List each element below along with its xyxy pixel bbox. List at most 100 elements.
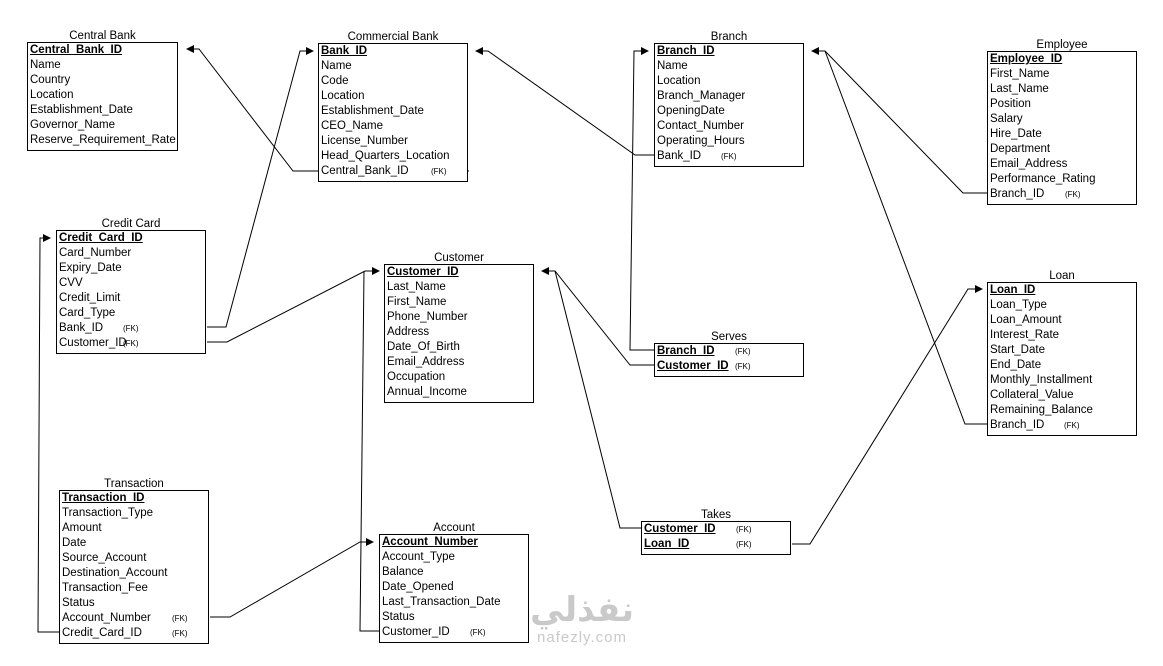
fk-marker: (FK) xyxy=(172,614,188,623)
credit-card-title: Credit Card xyxy=(101,218,161,230)
attribute-name: Start_Date xyxy=(990,344,1045,356)
attribute-name: Bank_ID xyxy=(59,322,104,334)
attribute-name: Name xyxy=(30,59,61,71)
attribute: Date_Opened xyxy=(380,580,528,595)
connector-account-customer xyxy=(359,270,380,632)
attribute: Balance xyxy=(380,565,528,580)
attribute-name: Hire_Date xyxy=(990,128,1042,140)
attribute: Address xyxy=(385,325,533,340)
takes-title: Takes xyxy=(700,509,732,521)
attribute-name: Salary xyxy=(990,113,1023,125)
attribute: Expiry_Date xyxy=(57,261,205,276)
connector-loan-branch xyxy=(824,50,989,425)
attribute-name: Source_Account xyxy=(62,552,147,564)
attribute-name: First_Name xyxy=(990,68,1050,80)
attribute-name: CEO_Name xyxy=(321,120,383,132)
fk-marker: (FK) xyxy=(736,540,752,549)
primary-key-attribute: Customer_ID(FK) xyxy=(642,522,790,537)
attribute-name: Customer_ID xyxy=(657,360,729,372)
connector-employee-branch xyxy=(811,47,989,194)
attribute-name: Transaction_Type xyxy=(62,507,153,519)
attribute-name: Department xyxy=(990,143,1051,155)
attribute-name: Status xyxy=(62,597,95,609)
primary-key-attribute: Branch_ID xyxy=(655,44,803,59)
fk-marker: (FK) xyxy=(123,339,139,348)
attribute-name: Country xyxy=(30,74,71,86)
attribute: Date xyxy=(60,536,208,551)
attribute-name: Location xyxy=(657,75,701,87)
attribute-name: Last_Name xyxy=(387,281,446,293)
attribute: End_Date xyxy=(988,358,1136,373)
attribute-name: Customer_ID xyxy=(382,626,450,638)
fk-marker: (FK) xyxy=(431,167,447,176)
attribute: Position xyxy=(988,97,1136,112)
fk-marker: (FK) xyxy=(1064,421,1080,430)
attribute-name: Loan_Amount xyxy=(990,314,1062,326)
attribute: Name xyxy=(319,59,467,74)
attribute: Card_Type xyxy=(57,306,205,321)
attribute-name: Branch_ID xyxy=(657,45,715,57)
attribute: Loan_Type xyxy=(988,298,1136,313)
central-bank-title: Central Bank xyxy=(69,30,136,42)
watermark-latin: nafezly.com xyxy=(537,629,627,646)
attribute-name: Establishment_Date xyxy=(30,104,133,116)
attribute-name: Position xyxy=(990,98,1031,110)
attribute: OpeningDate xyxy=(655,104,803,119)
attribute: Location xyxy=(655,74,803,89)
attribute-name: Date xyxy=(62,537,87,549)
attribute-name: Annual_Income xyxy=(387,386,467,398)
primary-key-attribute: Loan_ID(FK) xyxy=(642,537,790,552)
attribute: Destination_Account xyxy=(60,566,208,581)
attribute: Transaction_Fee xyxy=(60,581,208,596)
foreign-key-attribute: Customer_ID(FK) xyxy=(380,625,528,640)
attribute: License_Number xyxy=(319,134,467,149)
attribute: Email_Address xyxy=(385,355,533,370)
primary-key-attribute: Customer_ID xyxy=(385,265,533,280)
attribute: First_Name xyxy=(385,295,533,310)
connector-serves-customer xyxy=(541,267,656,366)
primary-key-attribute: Credit_Card_ID xyxy=(57,231,205,246)
attribute-name: Credit_Card_ID xyxy=(59,232,143,244)
attribute-name: Head_Quarters_Location xyxy=(321,150,450,162)
primary-key-attribute: Account_Number xyxy=(380,535,528,550)
fk-marker: (FK) xyxy=(172,629,188,638)
attribute: Establishment_Date xyxy=(28,103,177,118)
attribute-name: Occupation xyxy=(387,371,446,383)
attribute-name: Monthly_Installment xyxy=(990,374,1093,386)
foreign-key-attribute: Account_Number(FK) xyxy=(60,611,208,626)
attribute: Status xyxy=(60,596,208,611)
attribute-name: Name xyxy=(657,60,688,72)
connector-creditcard-customer xyxy=(207,267,380,343)
attribute-name: Date_Opened xyxy=(382,581,454,593)
attribute: Last_Transaction_Date xyxy=(380,595,528,610)
attribute-name: Last_Name xyxy=(990,83,1049,95)
commercial-bank-title: Commercial Bank xyxy=(347,31,439,43)
attribute-name: Customer_ID xyxy=(59,337,127,349)
attribute: Performance_Rating xyxy=(988,172,1136,187)
attribute: Name xyxy=(28,58,177,73)
attribute-name: Status xyxy=(382,611,415,623)
attribute: Hire_Date xyxy=(988,127,1136,142)
attribute-name: Loan_Type xyxy=(990,299,1047,311)
account-title: Account xyxy=(433,522,475,534)
attribute: Email_Address xyxy=(988,157,1136,172)
attribute-name: Credit_Card_ID xyxy=(62,627,142,639)
takes-attribute-list: Customer_ID(FK)Loan_ID(FK) xyxy=(641,521,791,555)
attribute-name: Bank_ID xyxy=(657,150,702,162)
